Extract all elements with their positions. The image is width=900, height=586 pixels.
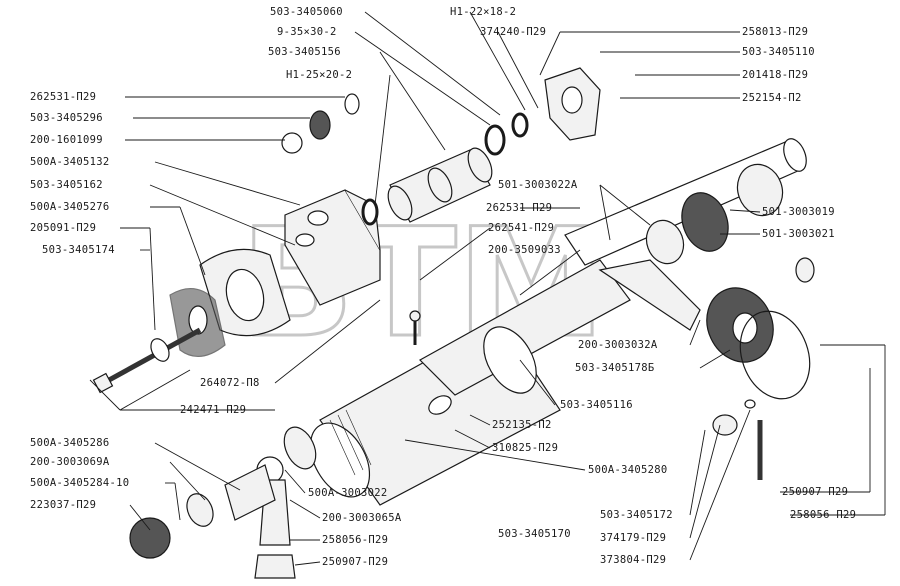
label-500a-3405284-10: 500А-3405284-10 xyxy=(30,477,129,489)
label-200-3003069a: 200-3003069А xyxy=(30,456,110,468)
label-n1-25x20-2: Н1-25×20-2 xyxy=(286,69,352,81)
small-spring xyxy=(309,93,360,140)
label-252154-p2: 252154-П2 xyxy=(742,92,802,104)
label-200-3509033: 200-3509033 xyxy=(488,244,561,256)
label-503-3405170: 503-3405170 xyxy=(498,528,571,540)
grease-fitting xyxy=(409,310,421,345)
label-374179-p29: 374179-П29 xyxy=(600,532,666,544)
label-201418-p29: 201418-П29 xyxy=(742,69,808,81)
label-252135-p2: 252135-П2 xyxy=(492,419,552,431)
label-264072-p8: 264072-П8 xyxy=(200,377,260,389)
label-503-3405156: 503-3405156 xyxy=(268,46,341,58)
label-501-3003019: 501-3003019 xyxy=(762,206,835,218)
part-labels: 503-3405060 Н1-22×18-2 9-35×30-2 374240-… xyxy=(30,6,856,568)
spool-valve xyxy=(387,147,493,223)
label-223037-p29: 223037-П29 xyxy=(30,499,96,511)
ball xyxy=(281,132,303,154)
label-262531-p29-a: 262531-П29 xyxy=(30,91,96,103)
label-250907-p29-a: 250907-П29 xyxy=(322,556,388,568)
label-373804-p29: 373804-П29 xyxy=(600,554,666,566)
label-262531-p29-b: 262531-П29 xyxy=(486,202,552,214)
ball-joint-right xyxy=(598,219,815,400)
label-262541-p29: 262541-П29 xyxy=(488,222,554,234)
o-rings xyxy=(361,112,529,226)
label-200-3003065a: 200-3003065А xyxy=(322,512,402,524)
label-501-3003022a: 501-3003022А xyxy=(498,179,578,191)
large-spring xyxy=(681,163,784,252)
label-500a-3405276: 500А-3405276 xyxy=(30,201,109,213)
flange-cover xyxy=(199,248,291,337)
label-501-3003021: 501-3003021 xyxy=(762,228,835,240)
label-205091-p29: 205091-П29 xyxy=(30,222,96,234)
leader-lines xyxy=(89,11,886,566)
lower-bushings xyxy=(129,426,317,559)
label-503-3405172: 503-3405172 xyxy=(600,509,673,521)
label-500a-3405280: 500А-3405280 xyxy=(588,464,667,476)
label-250907-p29-b: 250907-П29 xyxy=(782,486,848,498)
label-258013-p29: 258013-П29 xyxy=(742,26,808,38)
top-flange-plate xyxy=(544,67,601,141)
label-258056-p29-b: 258056-П29 xyxy=(790,509,856,521)
label-374240-p29: 374240-П29 xyxy=(480,26,546,38)
label-200-3003032a: 200-3003032А xyxy=(578,339,658,351)
label-503-3405110: 503-3405110 xyxy=(742,46,815,58)
label-n1-22x18-2: Н1-22×18-2 xyxy=(450,6,516,18)
label-503-3405296: 503-3405296 xyxy=(30,112,103,124)
label-503-3405162: 503-3405162 xyxy=(30,179,103,191)
label-503-3405116: 503-3405116 xyxy=(560,399,633,411)
main-cylinder xyxy=(309,259,631,506)
long-bolt xyxy=(92,327,202,394)
label-200-1601099: 200-1601099 xyxy=(30,134,103,146)
label-9-35x30-2: 9-35×30-2 xyxy=(277,26,337,38)
label-503-3405060: 503-3405060 xyxy=(270,6,343,18)
label-500a-3405132: 500А-3405132 xyxy=(30,156,109,168)
lower-right-bolts xyxy=(712,399,763,480)
label-242471-p29: 242471-П29 xyxy=(180,404,246,416)
label-503-3405174: 503-3405174 xyxy=(42,244,115,256)
label-258056-p29-a: 258056-П29 xyxy=(322,534,388,546)
label-503-3405178b: 503-3405178Б xyxy=(575,362,654,374)
label-500a-3003022: 500А-3003022 xyxy=(308,487,387,499)
label-310825-p29: 310825-П29 xyxy=(492,442,558,454)
label-500a-3405286: 500А-3405286 xyxy=(30,437,109,449)
